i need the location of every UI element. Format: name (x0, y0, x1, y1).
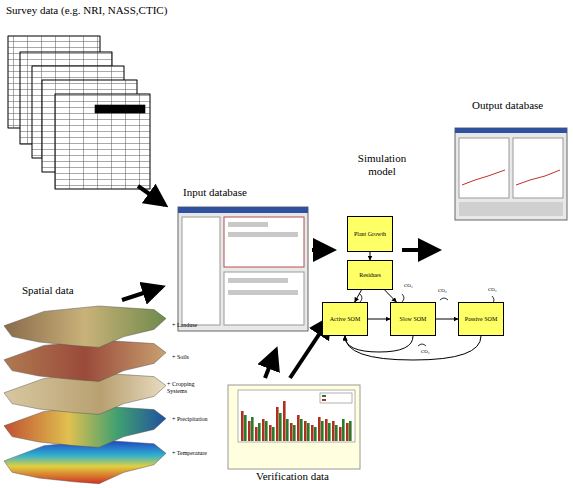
flow-connector (368, 319, 390, 320)
caption-label: + Precipitation (172, 416, 208, 423)
flow-connector (355, 290, 362, 302)
process-box: Passive SOM (458, 302, 504, 336)
flow-connector (345, 336, 413, 352)
caption-label: + Cropping Systems (167, 381, 207, 395)
process-box: Slow SOM (390, 302, 436, 336)
box-label: Passive SOM (465, 316, 498, 323)
flow-arrows (122, 186, 438, 378)
box-label: Active SOM (330, 316, 361, 323)
caption-label: + Soils (172, 354, 189, 361)
gas-label: CO₂ (421, 349, 430, 355)
caption-label: Verification data (256, 470, 329, 483)
process-box: Plant Growth (347, 216, 393, 252)
caption-label: Input database (183, 186, 247, 199)
input-screenshot (178, 207, 308, 331)
box-label: Slow SOM (400, 316, 427, 323)
caption-label: Spatial data (22, 284, 74, 297)
gas-label: CO₂ (488, 287, 497, 293)
flow-connector (385, 290, 397, 302)
verification-chart (228, 385, 360, 469)
flow-connector (370, 252, 371, 260)
flow-connector (436, 319, 458, 320)
caption-label: Output database (472, 99, 543, 112)
box-label: Plant Growth (354, 231, 386, 238)
gas-label: CO₂ (438, 288, 447, 294)
gas-label: CO₂ (404, 283, 413, 289)
process-box: Active SOM (322, 302, 368, 336)
caption-label: + Landuse (172, 322, 197, 329)
flow-connector (345, 336, 481, 360)
caption-label: Simulation model (350, 152, 414, 177)
caption-label: Survey data (e.g. NRI, NASS,CTIC) (6, 4, 167, 17)
output-screenshot (455, 128, 567, 220)
caption-label: + Temperature (172, 450, 207, 457)
box-label: Residues (359, 272, 381, 279)
map-layers (4, 306, 166, 484)
survey-sheets (8, 36, 150, 189)
process-box: Residues (347, 260, 393, 290)
